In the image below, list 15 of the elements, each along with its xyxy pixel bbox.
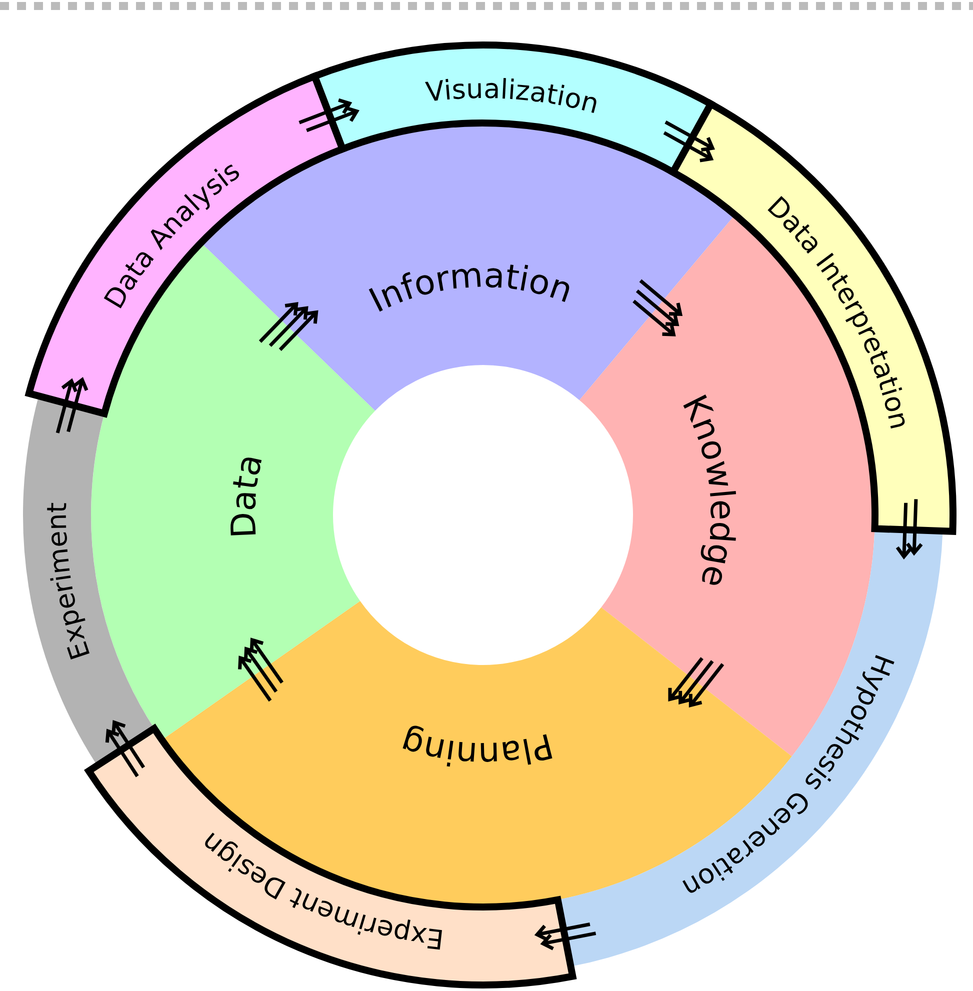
segment-label: Planning bbox=[396, 721, 558, 774]
flow-arrow bbox=[662, 120, 716, 162]
flow-arrow bbox=[258, 302, 318, 352]
flow-arrow bbox=[632, 278, 683, 336]
segment-label: Visualization bbox=[424, 74, 602, 120]
segment-label: Information bbox=[363, 255, 578, 322]
flow-arrow bbox=[534, 922, 598, 950]
flow-arrow bbox=[238, 638, 284, 702]
flow-arrow bbox=[105, 720, 146, 778]
flow-arrow bbox=[56, 377, 88, 435]
flow-arrow bbox=[896, 497, 924, 560]
outer-ring-segment bbox=[26, 72, 346, 418]
flow-arrow bbox=[298, 98, 360, 132]
outer-ring-segment bbox=[85, 725, 576, 988]
flow-arrow bbox=[668, 656, 724, 708]
